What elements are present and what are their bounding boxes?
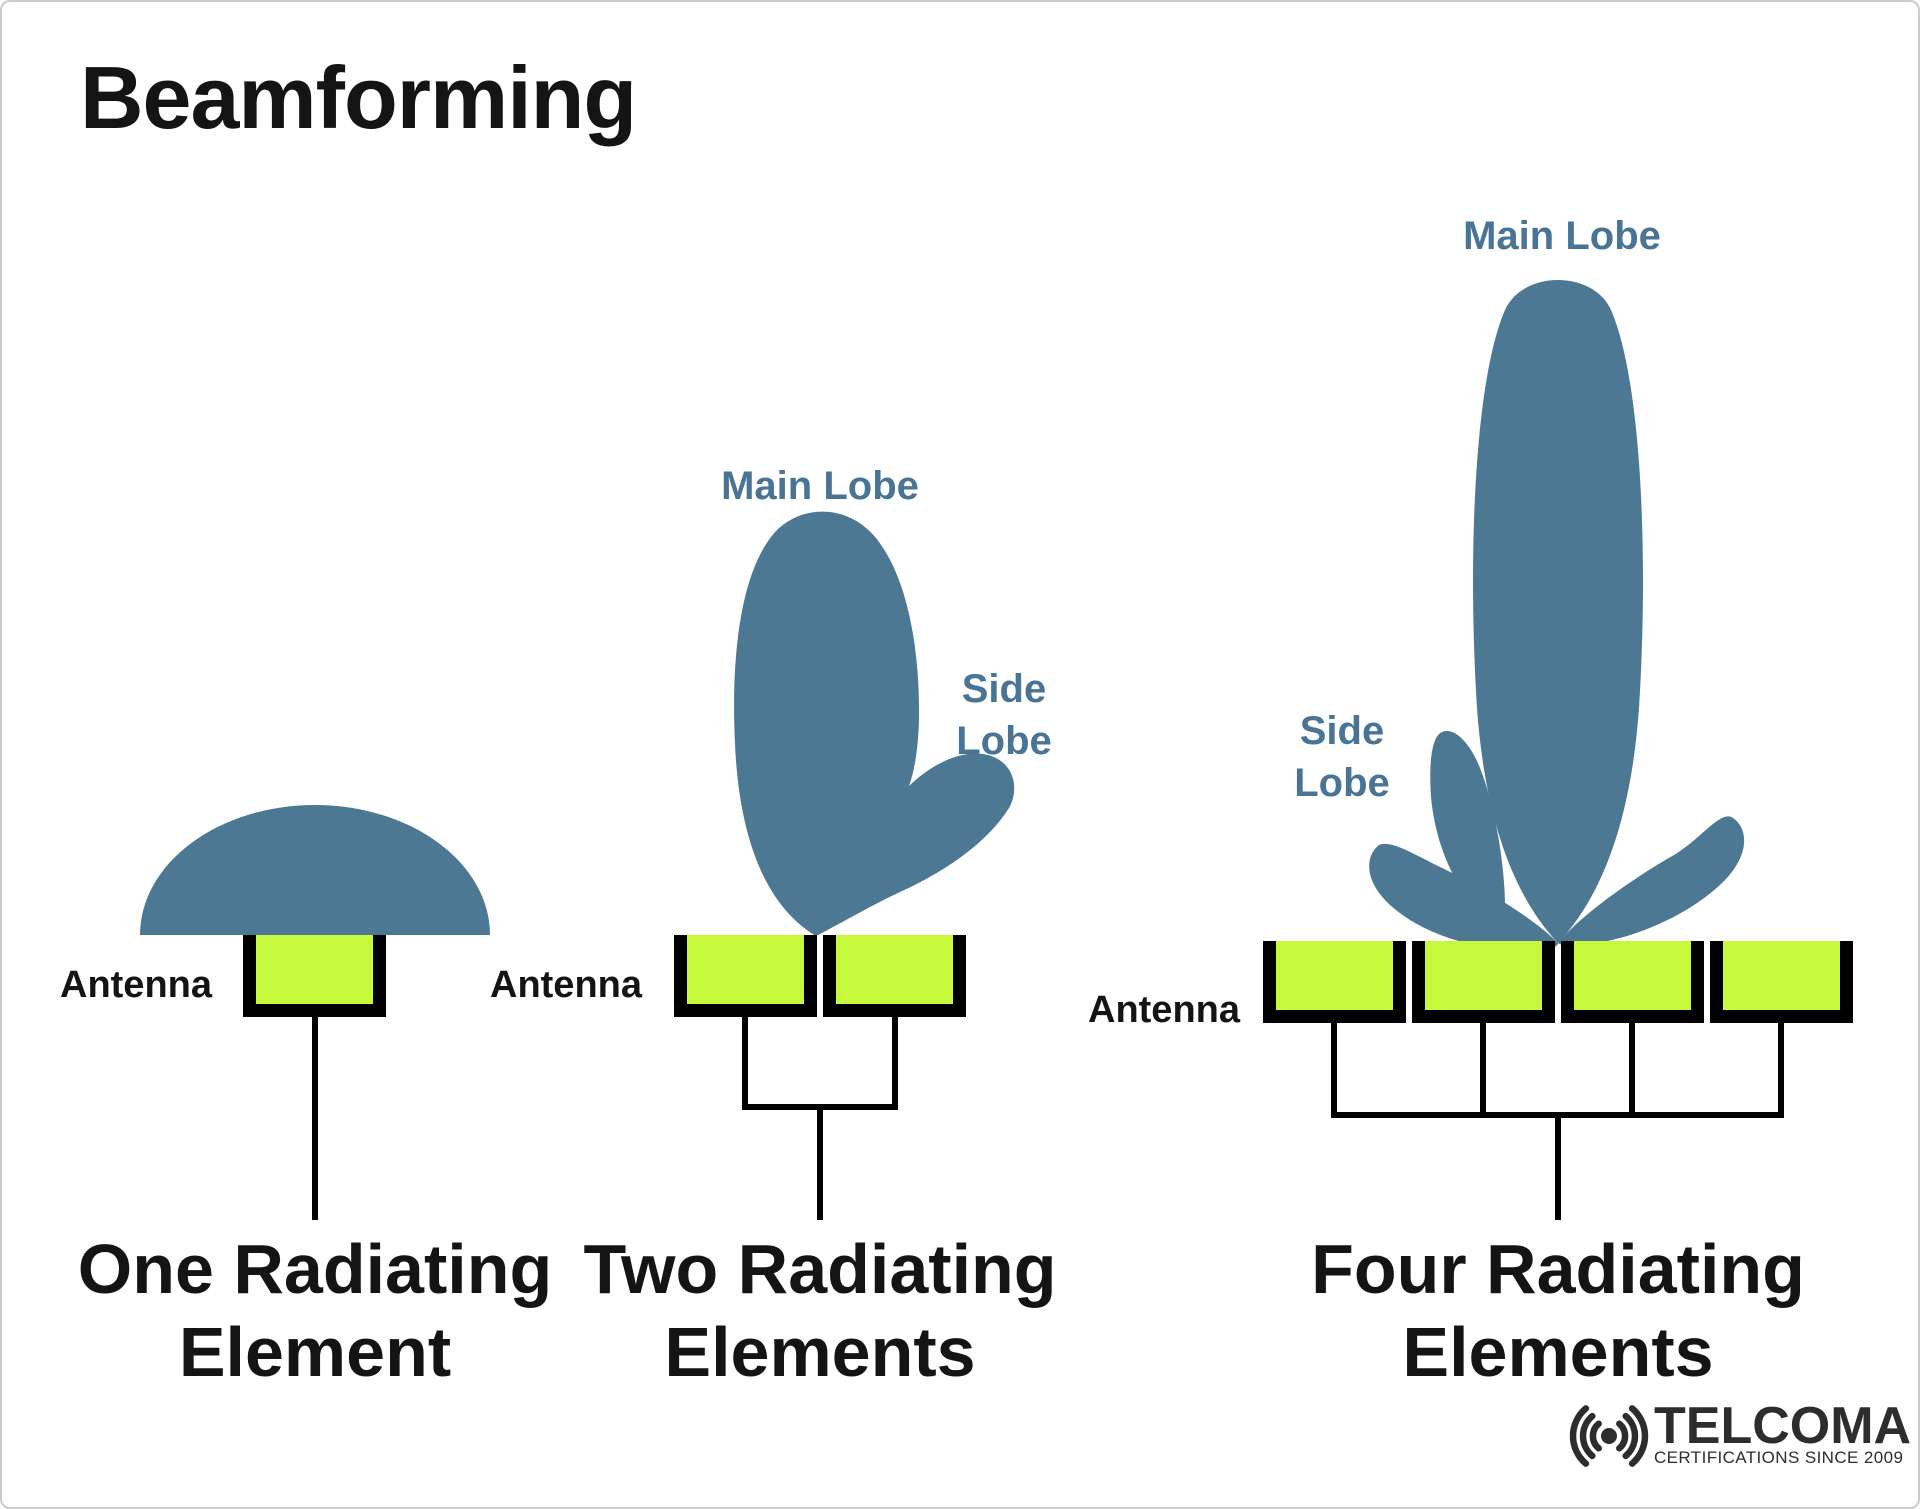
side-lobe-label-two-line2: Lobe [956,719,1052,763]
antenna-element [1561,941,1704,1023]
caption-one-line2: Element [178,1313,452,1391]
main-lobe-label-four: Main Lobe [1463,214,1661,258]
caption-two-line1: Two Radiating [583,1230,1057,1308]
four-element-left-wing-lobe-shape [1369,843,1558,950]
antenna-element [1412,941,1555,1023]
logo-brand: TELCOMA [1654,1397,1912,1455]
four-element-right-wing-lobe-shape [1558,816,1745,946]
page-title: Beamforming [80,48,637,147]
four-element-feed-network [1331,1023,1784,1220]
caption-four-radiating-elements: Four Radiating Elements [1208,1228,1908,1394]
logo-tagline: CERTIFICATIONS SINCE 2009 [1654,1448,1904,1467]
antenna-element [243,935,386,1017]
antenna-element [823,935,966,1017]
antenna-label-one: Antenna [60,964,212,1006]
antenna-label-four: Antenna [1088,989,1240,1031]
one-element-lobe-shape [140,805,490,935]
broadcast-waves-icon [1569,1405,1649,1467]
telcoma-logo: TELCOMA CERTIFICATIONS SINCE 2009 [1568,1397,1912,1468]
caption-four-line2: Elements [1402,1313,1714,1391]
antenna-element [1263,941,1406,1023]
side-lobe-label-two-line1: Side [961,667,1047,711]
antenna-element [674,935,817,1017]
caption-two-line2: Elements [664,1313,976,1391]
side-lobe-label-two: Side Lobe [894,663,1114,767]
side-lobe-label-four-line2: Lobe [1294,761,1390,805]
main-lobe-label-two: Main Lobe [721,464,919,508]
antenna-label-two: Antenna [490,964,642,1006]
antenna-element [1710,941,1853,1023]
caption-four-line1: Four Radiating [1311,1230,1805,1308]
logo-text-block: TELCOMA CERTIFICATIONS SINCE 2009 [1654,1397,1912,1468]
two-element-main-and-side-lobe-shape [734,511,1015,936]
side-lobe-label-four-line1: Side [1299,709,1385,753]
four-element-main-lobe-shape [1473,280,1643,943]
two-element-feed-network [742,1017,898,1220]
side-lobe-label-four: Side Lobe [1232,705,1452,809]
caption-two-radiating-elements: Two Radiating Elements [470,1228,1170,1394]
caption-one-radiating-element: One Radiating Element [2,1228,665,1394]
caption-one-line1: One Radiating [77,1230,553,1308]
four-element-side-lobe-petal-shape [1430,731,1505,915]
